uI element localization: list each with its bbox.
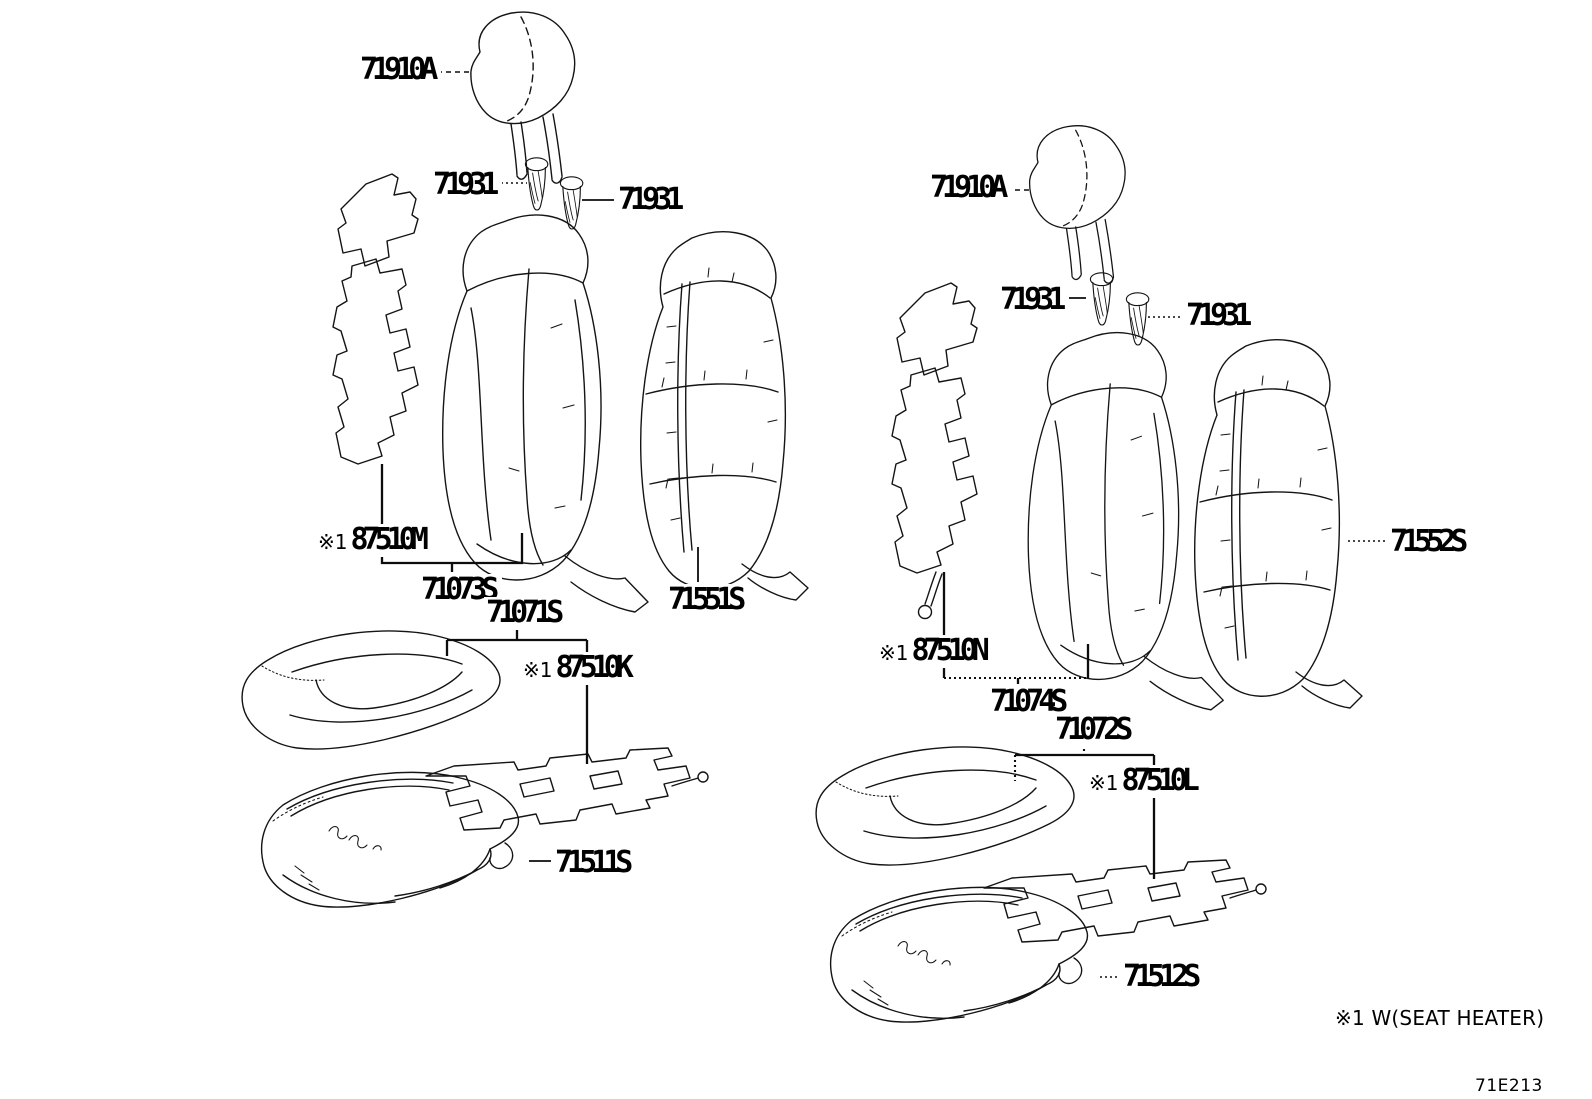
part-label-right-guide-right: 71931 bbox=[1184, 300, 1256, 333]
part-label-left-guide-right: 71931 bbox=[616, 184, 688, 217]
part-label-left-headrest: 71910A bbox=[358, 54, 442, 87]
left-cushion-assembly-bracket bbox=[445, 627, 589, 764]
part-number: 87510M bbox=[350, 522, 428, 557]
right-cushion-pad-drawing bbox=[815, 746, 1075, 866]
note-marker: ※1 bbox=[879, 641, 909, 665]
right-seatback-pad-drawing bbox=[1027, 331, 1224, 711]
part-label-left-cushion-cover: 71511S bbox=[553, 847, 637, 880]
part-number: 87510L bbox=[1121, 763, 1199, 798]
left-seatback-heater-drawing bbox=[332, 173, 419, 465]
note-marker: ※1 bbox=[1089, 771, 1119, 795]
diagram-code: 71E213 bbox=[1475, 1076, 1543, 1096]
part-label-right-guide-left: 71931 bbox=[998, 284, 1070, 317]
part-label-left-cushion-assembly: 71071S bbox=[484, 597, 568, 630]
part-label-right-back-pad: 71074S bbox=[988, 686, 1072, 719]
left-back-heater-bracket bbox=[380, 464, 524, 572]
left-cushion-pad-drawing bbox=[241, 630, 501, 750]
left-cushion-heater-drawing bbox=[425, 747, 709, 831]
part-label-right-back-cover: 71552S bbox=[1388, 526, 1472, 559]
part-label-right-cushion-assembly: 71072S bbox=[1053, 714, 1137, 747]
note-marker: ※1 bbox=[523, 658, 553, 682]
left-headrest-guide-pin-left-drawing bbox=[524, 157, 549, 211]
part-label-right-headrest: 71910A bbox=[928, 172, 1012, 205]
note-marker: ※1 bbox=[318, 530, 348, 554]
left-cushion-cover-drawing bbox=[260, 771, 520, 908]
part-number: 87510K bbox=[555, 650, 633, 685]
right-headrest-guide-pin-right-drawing bbox=[1125, 292, 1150, 346]
left-headrest-drawing bbox=[470, 11, 576, 184]
right-cushion-heater-drawing bbox=[983, 859, 1267, 943]
left-seat-group bbox=[241, 11, 809, 908]
seat-heater-footnote: ※1 W(SEAT HEATER) bbox=[1335, 1006, 1545, 1030]
right-seatback-heater-drawing bbox=[891, 282, 978, 574]
part-label-left-back-cover: 71551S bbox=[666, 584, 750, 617]
right-seat-group bbox=[815, 125, 1386, 1023]
left-seatback-pad-drawing bbox=[442, 214, 649, 613]
right-cushion-cover-drawing bbox=[829, 886, 1089, 1023]
right-cushion-assembly-bracket-dotted bbox=[1013, 744, 1086, 781]
part-label-left-guide-left: 71931 bbox=[431, 169, 503, 202]
part-number: 87510N bbox=[911, 633, 989, 668]
right-headrest-guide-pin-left-drawing bbox=[1089, 272, 1114, 326]
right-seatback-cover-drawing bbox=[1193, 339, 1363, 709]
part-label-right-cushion-cover: 71512S bbox=[1121, 961, 1205, 994]
left-seatback-cover-drawing bbox=[639, 231, 809, 601]
right-seatback-heater-connector bbox=[917, 604, 933, 620]
right-headrest-drawing bbox=[1028, 125, 1126, 284]
right-seatback-heater-wire bbox=[924, 571, 943, 607]
